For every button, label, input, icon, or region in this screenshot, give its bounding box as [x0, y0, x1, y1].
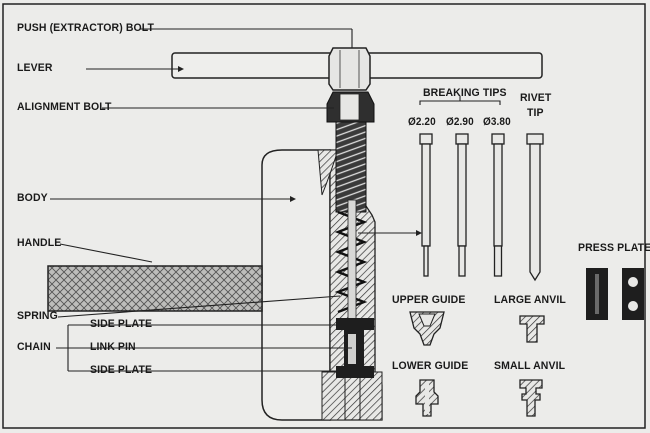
label-tip: TIP	[527, 106, 544, 120]
label-side-plate-lower: SIDE PLATE	[90, 363, 153, 377]
spring	[334, 210, 368, 314]
push-bolt-head	[328, 47, 371, 91]
breaking-tip-220	[419, 133, 433, 277]
label-breaking-tips: BREAKING TIPS	[423, 86, 507, 100]
small-anvil	[519, 379, 543, 417]
label-lower-guide: LOWER GUIDE	[392, 359, 469, 373]
rivet-tip	[526, 133, 544, 282]
large-anvil	[519, 315, 545, 343]
upper-guide	[409, 311, 445, 346]
label-alignment-bolt: ALIGNMENT BOLT	[17, 100, 112, 114]
label-handle: HANDLE	[17, 236, 62, 250]
handle	[47, 265, 263, 312]
label-side-plate-upper: SIDE PLATE	[90, 317, 153, 331]
label-upper-guide: UPPER GUIDE	[392, 293, 466, 307]
breaking-tip-290	[455, 133, 469, 277]
label-small-anvil: SMALL ANVIL	[494, 359, 566, 373]
label-lever: LEVER	[17, 61, 53, 75]
leader-lines	[50, 28, 501, 372]
label-tip-290: Ø2.90	[446, 116, 474, 129]
label-press-plates: PRESS PLATES	[578, 241, 650, 255]
label-body: BODY	[17, 191, 48, 205]
label-spring: SPRING	[17, 309, 58, 323]
label-large-anvil: LARGE ANVIL	[494, 293, 566, 307]
label-chain: CHAIN	[17, 340, 51, 354]
label-link-pin: LINK PIN	[90, 340, 136, 354]
threaded-shaft	[335, 121, 367, 213]
lower-side-plate	[336, 366, 374, 378]
breaking-tip-380	[491, 133, 505, 277]
tool-body-outline	[261, 149, 331, 421]
label-push-bolt: PUSH (EXTRACTOR) BOLT	[17, 21, 155, 35]
diagram-border	[2, 3, 646, 429]
label-tip-220: Ø2.20	[408, 116, 436, 129]
upper-side-plate	[336, 318, 374, 330]
press-plate-right	[622, 268, 644, 320]
label-tip-380: Ø3.80	[483, 116, 511, 129]
label-rivet: RIVET	[520, 91, 552, 105]
